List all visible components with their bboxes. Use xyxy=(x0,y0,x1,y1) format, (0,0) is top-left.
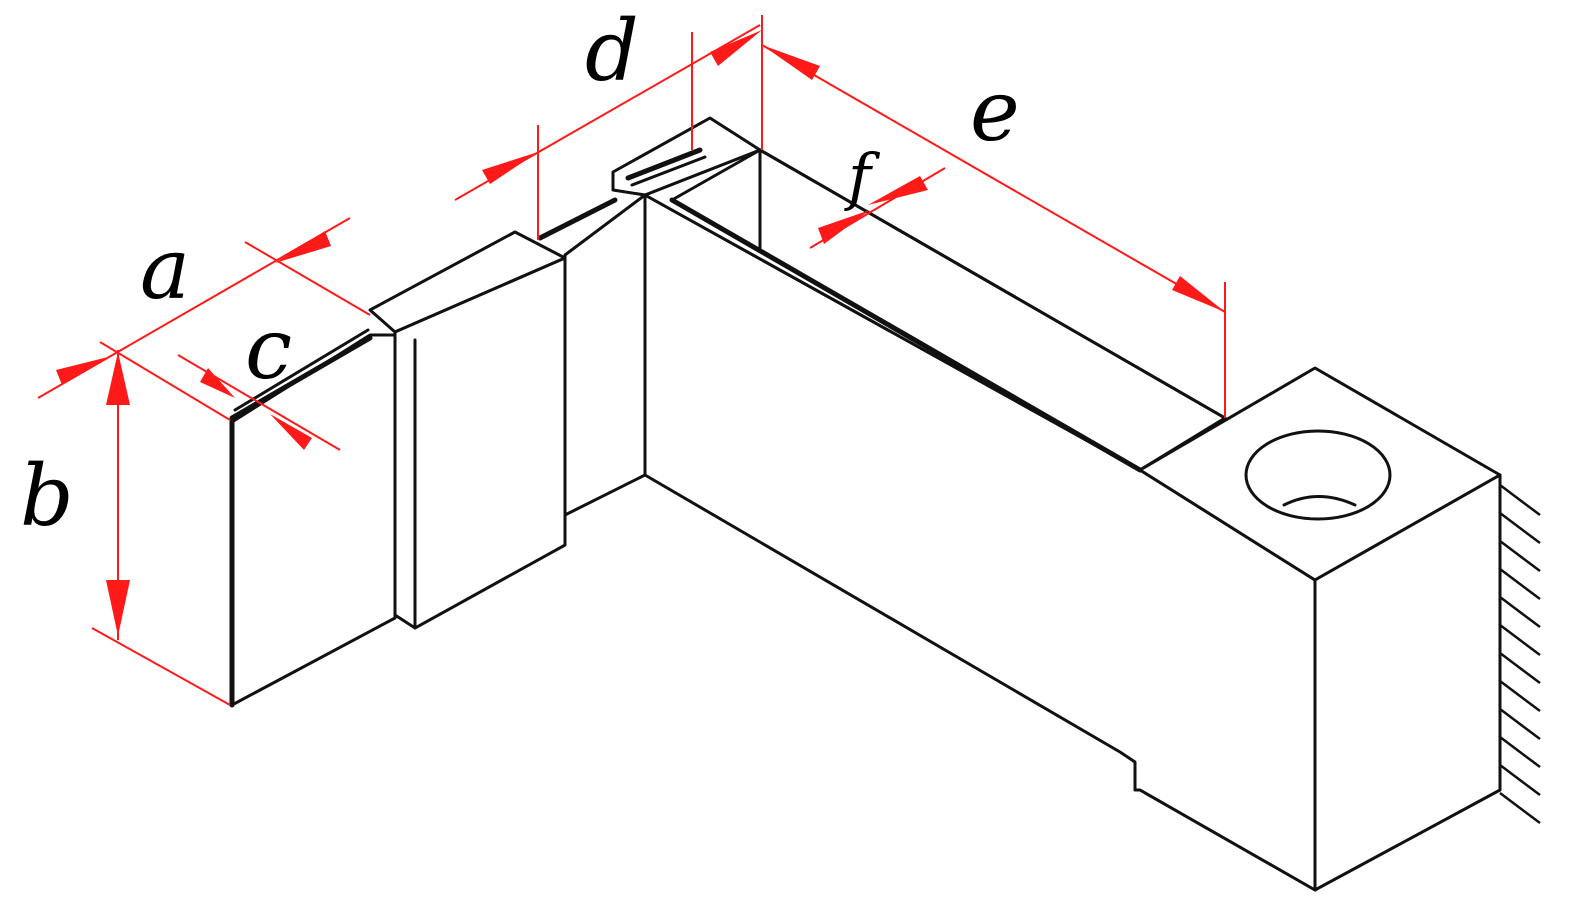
fixed-wall xyxy=(1498,473,1541,824)
middle-top-strip xyxy=(537,197,618,241)
wall-hatch-mark xyxy=(1499,624,1541,656)
front-block-strip-2 xyxy=(233,328,370,412)
mounting-hole-inner xyxy=(1282,495,1357,507)
beam-groove-edge-2 xyxy=(670,148,762,202)
dim-b-arrow-top xyxy=(106,352,130,405)
dim-c-arrow-2 xyxy=(270,414,312,450)
wall-hatch-mark xyxy=(1499,680,1541,712)
wall-hatch-mark xyxy=(1499,484,1541,516)
clip-slot xyxy=(625,147,703,181)
wall-hatching xyxy=(1499,484,1541,824)
dim-d-arrow-2 xyxy=(710,30,762,66)
beam-groove-edge xyxy=(669,197,1143,473)
dim-e-line xyxy=(761,44,1226,313)
wall-hatch-mark xyxy=(1499,512,1541,544)
mounting-hole xyxy=(1244,429,1392,521)
wall-hatch-mark xyxy=(1499,540,1541,572)
dim-b-arrow-bottom xyxy=(106,580,130,636)
dim-e-arrow-1 xyxy=(762,45,820,80)
main-beam xyxy=(643,148,1502,892)
dim-d-arrow-1 xyxy=(482,152,538,184)
dim-a-ext-1 xyxy=(99,341,231,421)
wall-hatch-mark xyxy=(1499,792,1541,824)
clip-slot-2 xyxy=(630,155,707,187)
dim-e-arrow-2 xyxy=(1172,276,1225,312)
top-clip-block xyxy=(611,116,762,197)
dimension-labels: a b c d e f xyxy=(20,2,1020,545)
dim-f-arrow-1 xyxy=(818,210,870,244)
dim-a-ext-2 xyxy=(244,241,371,316)
dim-a-arrow-2 xyxy=(275,231,331,263)
wall-hatch-mark xyxy=(1499,736,1541,768)
dim-c-line xyxy=(177,354,341,451)
dim-c-arrow-1 xyxy=(200,368,235,398)
wall-hatch-mark xyxy=(1499,764,1541,796)
label-c: c xyxy=(245,300,292,398)
front-block xyxy=(229,328,397,708)
beam-top-inner xyxy=(758,148,1227,420)
middle-leg xyxy=(563,193,647,517)
middle-block xyxy=(368,193,647,630)
dim-b-ext xyxy=(91,627,231,706)
wall-hatch-mark xyxy=(1499,708,1541,740)
dim-f-arrow-2 xyxy=(868,176,928,205)
label-e: e xyxy=(970,62,1020,160)
wall-hatch-mark xyxy=(1499,568,1541,600)
wall-hatch-mark xyxy=(1499,596,1541,628)
dimension-lines xyxy=(37,15,1226,706)
label-d: d xyxy=(585,2,639,100)
label-b: b xyxy=(20,447,74,545)
wall-hatch-mark xyxy=(1499,652,1541,684)
dim-a-arrow-1 xyxy=(56,356,112,385)
label-a: a xyxy=(140,220,190,318)
front-block-strip xyxy=(229,335,373,421)
